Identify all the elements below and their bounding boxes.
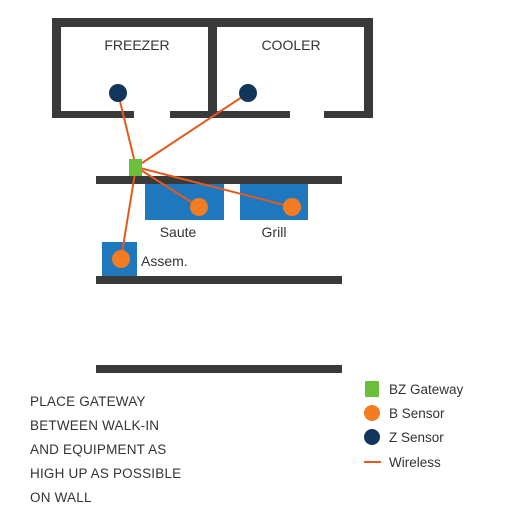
- freezer-bottom-wall-right: [170, 111, 217, 118]
- wireless-links: [117, 92, 293, 260]
- cooler-z-sensor: [239, 84, 257, 102]
- assembly-b-sensor: [112, 250, 130, 268]
- walk-in-walls: [52, 18, 373, 118]
- saute-b-sensor: [190, 198, 208, 216]
- cooler-label: COOLER: [261, 37, 320, 53]
- cooler-bottom-wall-left: [208, 111, 290, 118]
- placement-instructions: PLACE GATEWAY BETWEEN WALK-IN AND EQUIPM…: [30, 390, 240, 510]
- upper-line-wall: [96, 176, 342, 184]
- walk-in-divider-wall: [208, 18, 217, 118]
- legend-b-sensor-label: B Sensor: [389, 406, 445, 421]
- link-assembly-sensor: [120, 166, 137, 260]
- grill-b-sensor: [283, 198, 301, 216]
- walk-in-right-wall: [364, 18, 373, 118]
- legend-z-sensor-icon: [364, 429, 380, 445]
- note-line: PLACE GATEWAY: [30, 394, 146, 409]
- freezer-z-sensor: [109, 84, 127, 102]
- link-cooler-sensor: [135, 92, 249, 168]
- link-grill-sensor: [135, 166, 293, 208]
- legend-z-sensor-label: Z Sensor: [389, 430, 444, 445]
- bottom-line-wall: [96, 365, 342, 373]
- note-line: ON WALL: [30, 490, 92, 505]
- note-line: BETWEEN WALK-IN: [30, 418, 160, 433]
- note-line: HIGH UP AS POSSIBLE: [30, 466, 182, 481]
- bz-gateway: [129, 159, 142, 176]
- middle-line-wall: [96, 276, 342, 284]
- walk-in-left-wall: [52, 18, 61, 118]
- legend: BZ Gateway B Sensor Z Sensor Wireless: [364, 381, 464, 470]
- legend-gateway-icon: [365, 381, 379, 397]
- saute-label: Saute: [160, 224, 197, 240]
- note-line: AND EQUIPMENT AS: [30, 442, 167, 457]
- grill-label: Grill: [262, 224, 287, 240]
- saute-station: [145, 184, 224, 220]
- freezer-label: FREEZER: [104, 37, 169, 53]
- freezer-bottom-wall-left: [52, 111, 134, 118]
- legend-b-sensor-icon: [364, 405, 380, 421]
- legend-wireless-label: Wireless: [389, 455, 441, 470]
- legend-gateway-label: BZ Gateway: [389, 382, 464, 397]
- cooler-bottom-wall-right: [324, 111, 373, 118]
- link-freezer-sensor: [117, 92, 137, 168]
- link-saute-sensor: [135, 166, 200, 208]
- assembly-label: Assem.: [141, 253, 188, 269]
